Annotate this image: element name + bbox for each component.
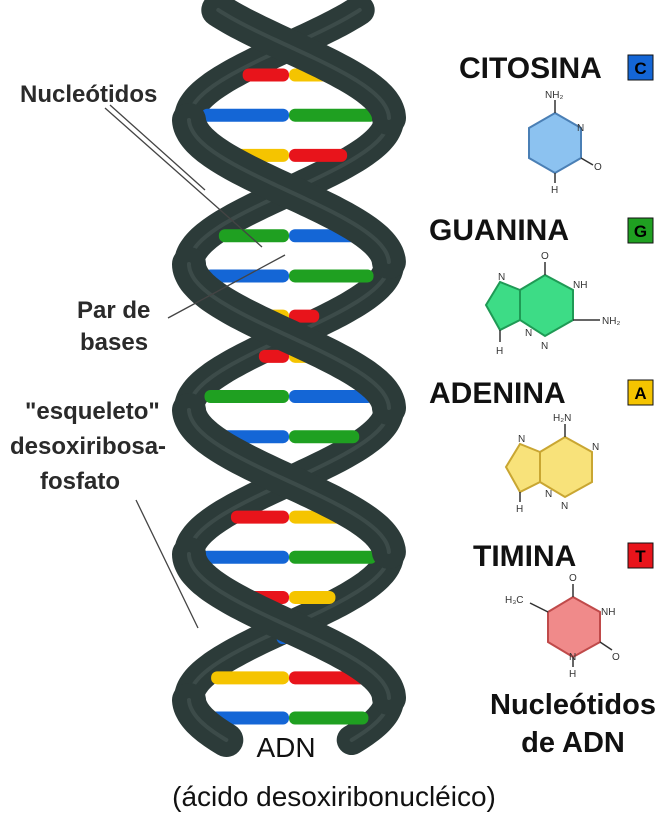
badge-adenine [627, 379, 654, 406]
base-pair-1-left-blue [201, 108, 289, 122]
legend-guanine: GUANINA G O N NH N N H NH₂ [429, 214, 654, 357]
badge-thymine [627, 542, 654, 569]
backbone-strand-b-front-0-highlight [187, 118, 391, 264]
badge-letter-adenine: A [634, 384, 646, 403]
pointer-par-de-bases [167, 254, 286, 319]
label-nucleotidos: Nucleótidos [20, 81, 157, 108]
badge-guanine [627, 217, 654, 244]
base-pair-8-left-green [204, 390, 289, 403]
guanine-n-label-2: N [541, 341, 548, 352]
base-pair-16-right-green [289, 711, 369, 725]
guanine-nh-label: NH [573, 280, 587, 291]
adenine-n-label-1: N [518, 434, 525, 445]
base-pair-12-left-blue [201, 550, 289, 564]
base-pair-16-left-blue [209, 711, 289, 725]
base-pair-12-right-green [289, 550, 377, 564]
molecule-cytosine: NH₂ N H O [528, 90, 602, 196]
thymine-h-label: H [569, 669, 576, 680]
guanine-nh2-label: NH₂ [602, 316, 620, 327]
base-pair-9-right-green [289, 430, 360, 444]
label-adn: ADN [256, 732, 315, 763]
molecule-adenine: H₂N N N N H N [504, 413, 599, 515]
backbone-strand-a-front-0-highlight [216, 8, 391, 120]
backbone-strand-b-front-2-highlight [187, 698, 229, 742]
guanine-n-label-1: N [498, 272, 505, 283]
base-pair-13-right-yellow [289, 590, 336, 604]
badge-letter-thymine: T [635, 547, 646, 566]
legend-title-line1: Nucleótidos [490, 689, 656, 721]
pointer-lines [104, 104, 286, 629]
cytosine-nh2-label: NH₂ [545, 90, 563, 101]
base-pair-4-left-green [218, 229, 289, 243]
backbone-front-strand [172, 0, 406, 757]
molecule-thymine: O H₃C NH N H O [505, 573, 620, 680]
adenine-n-label-2: N [592, 442, 599, 453]
base-name-guanine: GUANINA [429, 214, 569, 247]
base-pair-1-right-green [289, 108, 377, 122]
base-name-cytosine: CITOSINA [459, 52, 602, 85]
molecule-guanine: O N NH N N H NH₂ [484, 251, 620, 357]
legend-thymine: TIMINA T O H₃C NH N H O [473, 540, 654, 680]
label-esqueleto-line1: "esqueleto" [25, 398, 160, 425]
cytosine-o-label: O [594, 162, 602, 173]
thymine-n-label: N [569, 652, 576, 663]
adenine-n-label-3: N [545, 489, 552, 500]
adenine-h2n-label: H₂N [553, 413, 571, 424]
label-par-de-bases-line1: Par de [77, 297, 150, 324]
base-pair-2-right-red [289, 148, 348, 162]
label-par-de-bases-line2: bases [80, 329, 148, 356]
thymine-nh-label: NH [601, 607, 615, 618]
base-name-thymine: TIMINA [473, 540, 576, 573]
thymine-o-label-1: O [569, 573, 577, 584]
base-pair-5-right-green [289, 269, 374, 283]
adenine-h-label: H [516, 504, 523, 515]
badge-letter-cytosine: C [634, 59, 646, 78]
label-adn-full: (ácido desoxiribonucléico) [172, 781, 496, 812]
adenine-n-label-4: N [561, 501, 568, 512]
legend-title-line2: de ADN [521, 727, 625, 759]
badge-letter-guanine: G [634, 222, 647, 241]
thymine-o-label-2: O [612, 652, 620, 663]
cytosine-h-label: H [551, 185, 558, 196]
backbone-strand-b-back-0-highlight [187, 8, 362, 120]
guanine-o-label: O [541, 251, 549, 262]
base-name-adenine: ADENINA [429, 377, 566, 410]
thymine-h3c-label: H₃C [505, 595, 524, 606]
label-esqueleto-line2: desoxiribosa- [10, 433, 166, 460]
pointer-esqueleto [135, 499, 199, 629]
cytosine-n-label: N [577, 123, 584, 134]
base-pair-0-left-red [242, 68, 289, 82]
base-pair-7-left-red [258, 349, 289, 363]
base-pair-8-right-blue [289, 390, 374, 403]
legend-cytosine: CITOSINA C NH₂ N H O [459, 52, 654, 196]
label-esqueleto-line3: fosfato [40, 468, 120, 495]
guanine-h-label: H [496, 346, 503, 357]
pointer-nucleotidos-2 [104, 107, 263, 248]
base-pair-6-right-red [289, 309, 320, 323]
backbone-strand-b-front-1-highlight [187, 408, 391, 554]
legend-adenine: ADENINA A H₂N N N N H N [429, 377, 654, 515]
backbone-strand-a-front-1-highlight [187, 262, 391, 410]
pointer-nucleotidos-1 [109, 104, 206, 191]
base-pair-11-left-red [230, 510, 289, 524]
backbone-strand-b-front-2 [172, 683, 244, 757]
base-pair-15-left-yellow [211, 671, 289, 685]
guanine-n-label-3: N [525, 328, 532, 339]
badge-cytosine [627, 54, 654, 81]
backbone-strand-a-front-2-highlight [187, 552, 391, 700]
